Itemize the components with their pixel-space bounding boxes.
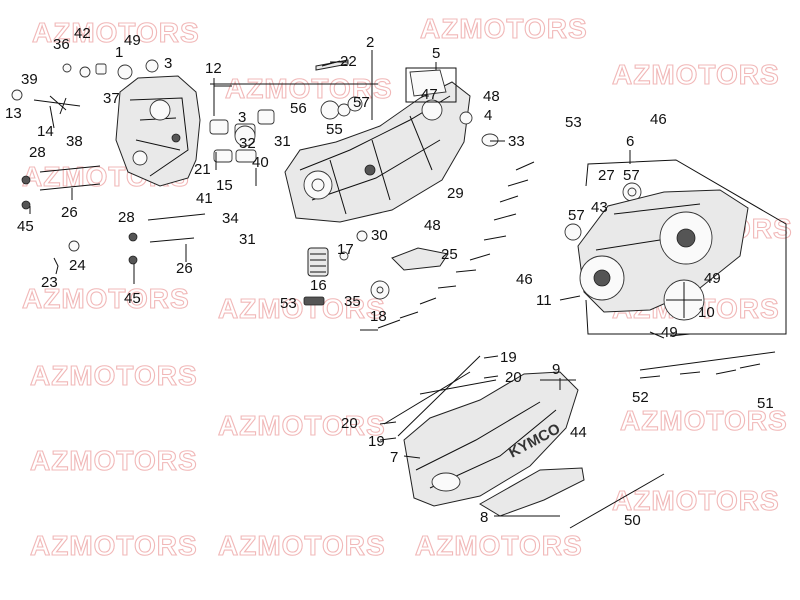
- callout-1: 1: [115, 44, 123, 61]
- callout-56: 56: [290, 100, 307, 117]
- callout-33: 33: [508, 133, 525, 150]
- callout-45: 45: [17, 218, 34, 235]
- callout-24: 24: [69, 257, 86, 274]
- watermark: AZMOTORS: [30, 445, 198, 476]
- callout-31: 31: [274, 133, 291, 150]
- callout-20: 20: [341, 415, 358, 432]
- watermark: AZMOTORS: [612, 59, 780, 90]
- callout-19: 19: [500, 349, 517, 366]
- callout-39: 39: [21, 71, 38, 88]
- watermark: AZMOTORS: [620, 405, 788, 436]
- watermark: AZMOTORS: [420, 13, 588, 44]
- transmission-cover: [577, 189, 749, 321]
- watermark: AZMOTORS: [225, 73, 393, 104]
- callout-3: 3: [238, 109, 246, 126]
- callout-48: 48: [424, 217, 441, 234]
- callout-23: 23: [41, 274, 58, 291]
- callout-57: 57: [568, 207, 585, 224]
- callout-21: 21: [194, 161, 211, 178]
- callout-45: 45: [124, 290, 141, 307]
- assembly-box-5: [405, 67, 457, 103]
- callout-26: 26: [61, 204, 78, 221]
- callout-32: 32: [239, 135, 256, 152]
- left-crankcase-half: [115, 75, 201, 187]
- callout-17: 17: [337, 241, 354, 258]
- callout-42: 42: [74, 25, 91, 42]
- callout-31: 31: [239, 231, 256, 248]
- callout-38: 38: [66, 133, 83, 150]
- leader-lines: [29, 50, 631, 517]
- callout-48: 48: [483, 88, 500, 105]
- callout-5: 5: [432, 45, 440, 62]
- callout-46: 46: [516, 271, 533, 288]
- callout-4: 4: [484, 107, 492, 124]
- callout-22: 22: [340, 53, 357, 70]
- breather-hoses: [383, 351, 776, 529]
- callout-53: 53: [565, 114, 582, 131]
- callout-6: 6: [626, 133, 634, 150]
- callout-49: 49: [704, 270, 721, 287]
- callout-18: 18: [370, 308, 387, 325]
- callout-30: 30: [371, 227, 388, 244]
- watermark: AZMOTORS: [612, 485, 780, 516]
- callout-2: 2: [366, 34, 374, 51]
- callout-50: 50: [624, 512, 641, 529]
- callout-28: 28: [29, 144, 46, 161]
- callout-49: 49: [661, 324, 678, 341]
- watermark: AZMOTORS: [218, 410, 386, 441]
- callout-36: 36: [53, 36, 70, 53]
- callout-46: 46: [650, 111, 667, 128]
- watermark: AZMOTORS: [415, 530, 583, 561]
- watermark: AZMOTORS: [30, 360, 198, 391]
- callout-37: 37: [103, 90, 120, 107]
- callout-15: 15: [216, 177, 233, 194]
- callout-13: 13: [5, 105, 22, 122]
- callout-34: 34: [222, 210, 239, 227]
- assembly-box-6: [585, 159, 787, 335]
- watermark: AZMOTORS: [30, 530, 198, 561]
- watermark: AZMOTORS: [218, 530, 386, 561]
- callout-27: 27: [598, 167, 615, 184]
- callout-14: 14: [37, 123, 54, 140]
- callout-53: 53: [280, 295, 297, 312]
- callout-25: 25: [441, 246, 458, 263]
- watermark: AZMOTORS: [32, 17, 200, 48]
- bearings-and-seals: [11, 59, 642, 241]
- callout-12: 12: [205, 60, 222, 77]
- watermark: AZMOTORS: [218, 293, 386, 324]
- oil-filter-and-small-parts: [303, 59, 449, 306]
- right-crankcase-half: [284, 81, 471, 223]
- callout-55: 55: [326, 121, 343, 138]
- callout-47: 47: [421, 86, 438, 103]
- callout-10: 10: [698, 304, 715, 321]
- callout-8: 8: [480, 509, 488, 526]
- callout-51: 51: [757, 395, 774, 412]
- callout-57: 57: [353, 94, 370, 111]
- callout-52: 52: [632, 389, 649, 406]
- callout-41: 41: [196, 190, 213, 207]
- callout-20: 20: [505, 369, 522, 386]
- callout-57: 57: [623, 167, 640, 184]
- callout-29: 29: [447, 185, 464, 202]
- callout-26: 26: [176, 260, 193, 277]
- callout-43: 43: [591, 199, 608, 216]
- callout-19: 19: [368, 433, 385, 450]
- callout-9: 9: [552, 361, 560, 378]
- callout-40: 40: [252, 154, 269, 171]
- callout-16: 16: [310, 277, 327, 294]
- watermark: AZMOTORS: [22, 283, 190, 314]
- callout-7: 7: [390, 449, 398, 466]
- variator-cover-kymco: KYMCO: [403, 371, 585, 517]
- studs-and-bolts-left: [21, 95, 206, 275]
- callout-28: 28: [118, 209, 135, 226]
- callout-11: 11: [536, 292, 552, 309]
- callout-labels: 1 2 3 3 4 5 6 7 8 9 10 11 12 13 14 15 16…: [5, 25, 774, 529]
- callout-49: 49: [124, 32, 141, 49]
- callout-44: 44: [570, 424, 587, 441]
- cover-bolts-set: [360, 161, 761, 379]
- callout-35: 35: [344, 293, 361, 310]
- callout-3: 3: [164, 55, 172, 72]
